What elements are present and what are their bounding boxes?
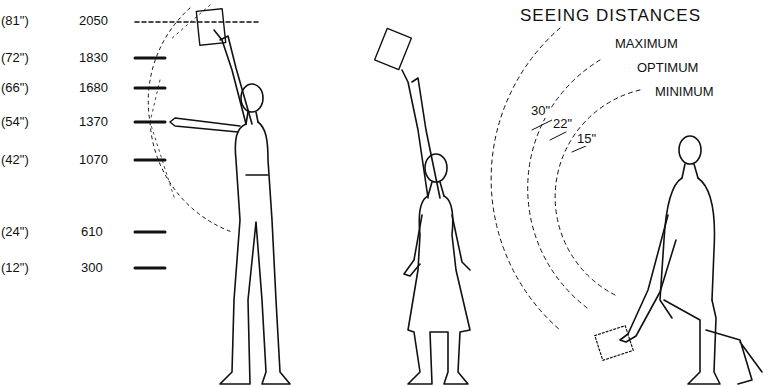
distance-value: 22" bbox=[552, 116, 573, 131]
height-mm: 2050 bbox=[78, 13, 109, 28]
height-mm: 300 bbox=[80, 260, 104, 275]
standing-figure bbox=[170, 9, 290, 384]
height-inches: (12") bbox=[0, 260, 30, 275]
height-mm: 1070 bbox=[78, 152, 109, 167]
height-inches: (24") bbox=[0, 224, 30, 239]
height-mm: 610 bbox=[80, 224, 104, 239]
height-mm: 1370 bbox=[78, 114, 109, 129]
height-inches: (42") bbox=[0, 152, 30, 167]
distance-label: MAXIMUM bbox=[614, 36, 679, 51]
height-mm: 1830 bbox=[78, 50, 109, 65]
reaching-figure bbox=[375, 28, 470, 384]
distance-label: OPTIMUM bbox=[636, 60, 699, 75]
kneeling-figure bbox=[595, 136, 762, 384]
height-inches: (72") bbox=[0, 50, 30, 65]
height-ticks bbox=[135, 58, 165, 268]
height-mm: 1680 bbox=[78, 80, 109, 95]
heading: SEEING DISTANCES bbox=[520, 6, 701, 25]
reach-arc bbox=[150, 5, 210, 200]
seeing-arcs bbox=[491, 28, 640, 330]
height-inches: (66") bbox=[0, 80, 30, 95]
distance-label: MINIMUM bbox=[654, 84, 715, 99]
distance-value: 15" bbox=[576, 131, 597, 146]
distance-value: 30" bbox=[530, 103, 551, 118]
height-inches: (54") bbox=[0, 114, 30, 129]
height-inches: (81") bbox=[0, 13, 30, 28]
